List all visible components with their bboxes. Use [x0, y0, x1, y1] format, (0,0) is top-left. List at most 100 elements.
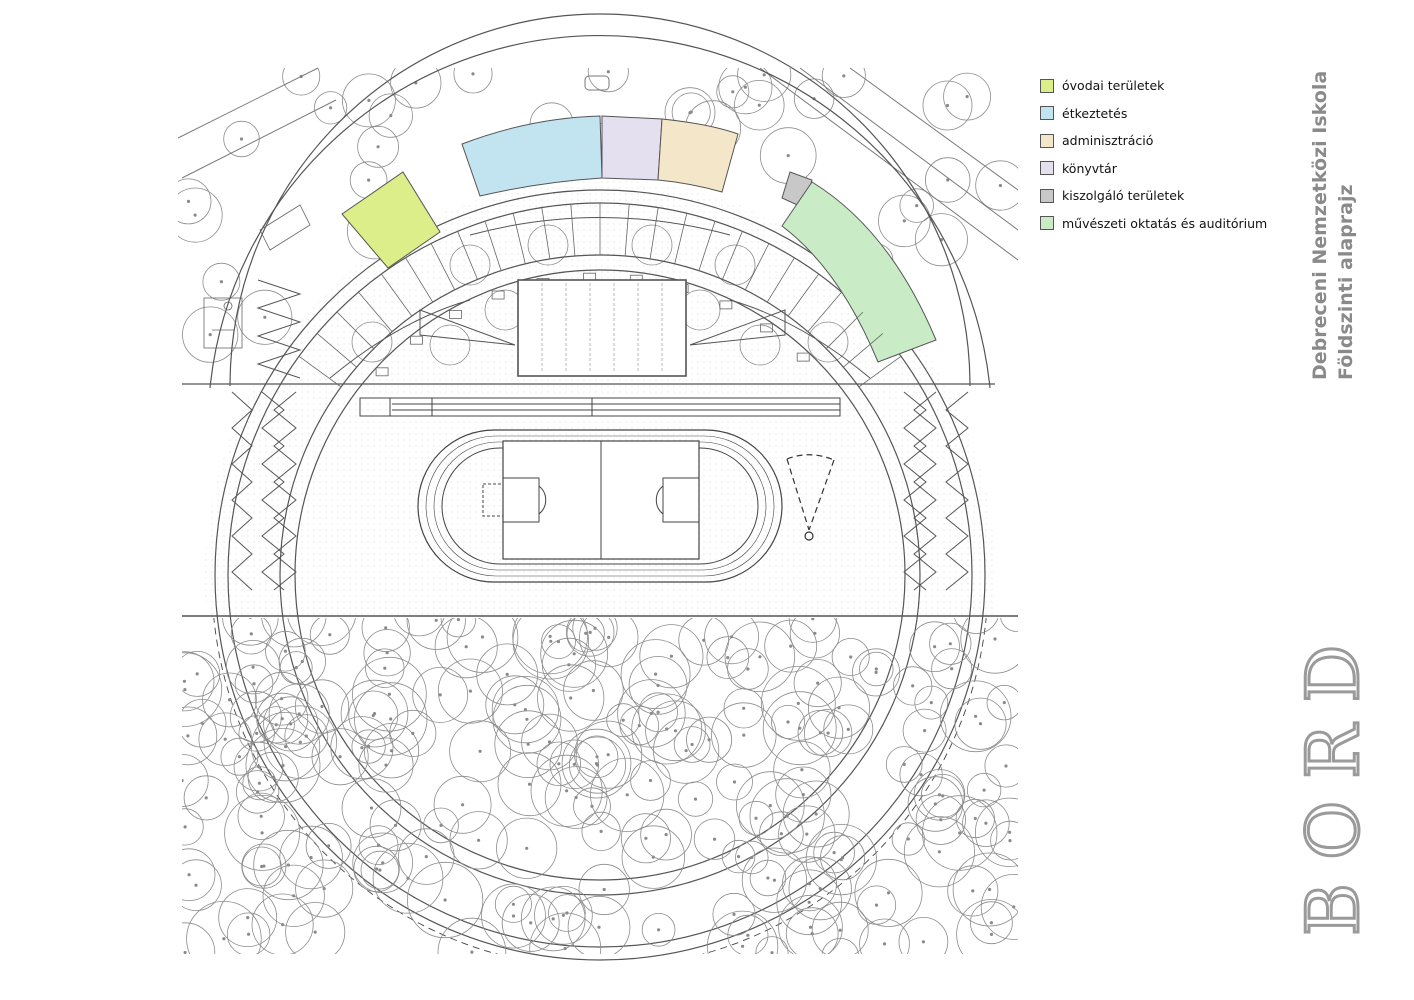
legend-label: étkeztetés: [1062, 105, 1128, 121]
tree-trunk: [786, 720, 790, 724]
tree-trunk: [731, 90, 735, 94]
partition-wall: [766, 257, 795, 303]
legend-item: adminisztráció: [1040, 127, 1280, 155]
legend: óvodai területek étkeztetés adminisztrác…: [1040, 72, 1280, 237]
tree-canopy: [352, 656, 427, 732]
tree-canopy: [762, 691, 837, 766]
partition-wall: [298, 355, 342, 388]
tree-trunk: [588, 630, 592, 635]
legend-swatch-service: [1040, 188, 1054, 203]
tree-trunk: [653, 672, 658, 676]
tree-canopy: [943, 72, 991, 121]
tree-trunk: [921, 940, 926, 944]
tree-trunk: [941, 794, 945, 798]
tree-canopy: [412, 667, 469, 723]
tree-canopy: [962, 799, 1010, 847]
tree-canopy: [721, 839, 756, 874]
zigzag-wall-east: [903, 391, 927, 591]
tree-trunk: [911, 684, 915, 688]
tree-canopy: [760, 666, 836, 741]
tree-canopy: [581, 811, 621, 852]
tree-canopy: [234, 664, 274, 703]
tree-trunk: [369, 806, 374, 810]
tree-trunk: [805, 832, 809, 836]
tree-trunk: [223, 737, 227, 741]
zigzag-wall-west: [261, 391, 285, 591]
tree-trunk: [948, 642, 952, 646]
partition-wall: [826, 311, 864, 349]
tree-canopy: [579, 618, 639, 668]
tree-trunk: [726, 655, 730, 660]
tree-canopy: [735, 840, 769, 875]
tree-trunk: [283, 649, 287, 653]
tree-canopy: [734, 79, 785, 131]
tree-trunk: [257, 781, 261, 785]
tree-trunk: [195, 672, 199, 676]
tree-canopy: [390, 68, 442, 109]
tree-trunk: [807, 900, 811, 904]
seating-bench: [719, 300, 733, 310]
tree-trunk: [998, 183, 1003, 188]
tree-trunk: [434, 618, 438, 622]
tree-canopy: [235, 770, 280, 814]
tree-canopy: [893, 666, 933, 706]
tree-canopy: [242, 766, 277, 801]
tree-canopy: [263, 705, 337, 779]
tree-trunk: [313, 930, 317, 934]
tree-trunk: [480, 635, 485, 639]
tree-canopy: [394, 618, 445, 637]
seating-bench: [375, 367, 389, 377]
site-trees-lower: [182, 618, 1018, 954]
tree-trunk: [591, 688, 596, 693]
tree-trunk: [707, 738, 711, 742]
tree-trunk: [252, 682, 256, 686]
tree-trunk: [937, 850, 942, 854]
tree-canopy: [789, 618, 840, 659]
tree-canopy: [673, 726, 711, 763]
tree-trunk: [572, 762, 576, 766]
tree-trunk: [800, 768, 804, 772]
tree-trunk: [929, 700, 933, 705]
tree-canopy: [899, 188, 934, 223]
tree-trunk: [789, 644, 793, 648]
tree-canopy: [429, 324, 471, 366]
tree-trunk: [742, 706, 746, 710]
tree-trunk: [779, 832, 784, 836]
partition-wall: [624, 204, 630, 257]
tree-trunk: [460, 803, 465, 807]
tree-trunk: [297, 712, 301, 716]
tree-canopy: [718, 68, 773, 115]
tree-trunk: [607, 635, 611, 640]
west-plaza: [203, 204, 311, 349]
tree-canopy: [287, 618, 356, 646]
tree-trunk: [424, 854, 428, 859]
tree-trunk: [915, 204, 919, 208]
tree-trunk: [1008, 838, 1012, 843]
tree-canopy: [237, 792, 285, 840]
tree-canopy: [578, 863, 630, 916]
sprint-track: [359, 397, 841, 417]
tree-canopy: [712, 892, 756, 936]
tree-trunk: [572, 652, 576, 656]
tree-trunk: [621, 718, 625, 722]
tree-canopy: [536, 741, 581, 786]
tree-trunk: [525, 717, 529, 721]
interior-walls: [298, 203, 902, 388]
legend-item: könyvtár: [1040, 155, 1280, 183]
tree-canopy: [711, 702, 777, 768]
tree-trunk: [816, 681, 820, 685]
tree-canopy: [220, 737, 259, 776]
tree-trunk: [456, 618, 460, 622]
tree-canopy: [226, 912, 271, 954]
tree-canopy: [182, 706, 218, 766]
tree-canopy: [716, 763, 753, 801]
tree-trunk: [906, 837, 910, 841]
tree-canopy: [960, 618, 1018, 674]
tree-trunk: [602, 887, 606, 892]
tree-trunk: [984, 821, 988, 825]
partition-wall: [807, 291, 842, 332]
tree-trunk: [381, 861, 385, 865]
tree-trunk: [505, 672, 509, 677]
tree-canopy: [534, 885, 593, 945]
tree-trunk: [529, 921, 533, 925]
